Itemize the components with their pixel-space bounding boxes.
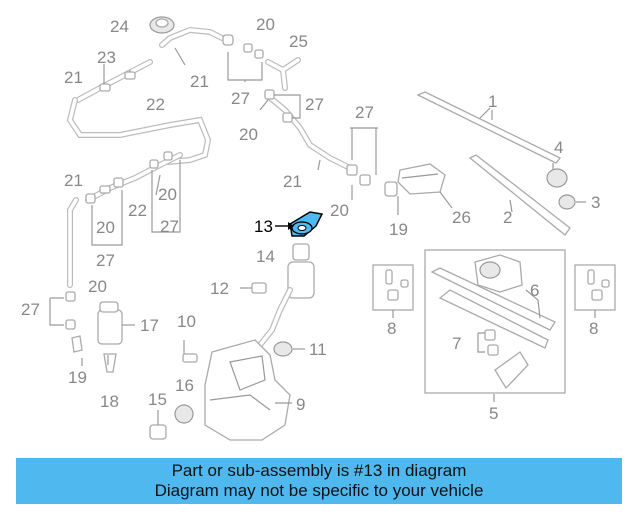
- callout-21-top: 21: [190, 72, 209, 91]
- callout-7: 7: [452, 334, 461, 353]
- callout-12: 12: [210, 279, 229, 298]
- callout-27-left-a: 27: [160, 217, 179, 236]
- fittings-left: [85, 151, 183, 246]
- part-13-cap: [289, 211, 324, 237]
- callout-21-topleft: 21: [64, 68, 83, 87]
- callout-16: 16: [175, 376, 194, 395]
- callout-8-right: 8: [589, 319, 598, 338]
- part-20-clips-top: [222, 34, 264, 82]
- callout-25: 25: [289, 32, 308, 51]
- callout-27-top: 27: [231, 89, 250, 108]
- part-8-box-left: [372, 264, 414, 311]
- callout-13-arrowhead: [288, 222, 294, 230]
- callout-13: 13: [254, 217, 273, 236]
- info-banner: Part or sub-assembly is #13 in diagram D…: [16, 458, 622, 504]
- connectors-22-23: [99, 64, 136, 92]
- callout-21-mid: 21: [283, 172, 302, 191]
- callout-27-right: 27: [355, 103, 374, 122]
- part-18-seal: [103, 353, 117, 373]
- part-26-nozzle: [397, 163, 453, 209]
- part-10-bolt: [182, 340, 198, 363]
- callout-27-mid: 27: [305, 95, 324, 114]
- part-15-sensor: [149, 410, 167, 440]
- callout-8-left: 8: [387, 319, 396, 338]
- callout-1: 1: [488, 92, 497, 111]
- hose-vertical-left: [67, 197, 79, 288]
- callout-6: 6: [530, 281, 539, 300]
- callout-11: 11: [309, 340, 327, 359]
- callout-26: 26: [452, 208, 471, 227]
- hose-top: [75, 26, 225, 103]
- part-19-grommet-middle: [384, 181, 398, 197]
- bracket-27-left: [49, 291, 76, 330]
- callout-20-center: 20: [330, 201, 349, 220]
- callout-22-left: 22: [128, 201, 147, 220]
- part-11-grommet: [273, 341, 305, 357]
- hose-middle: [264, 89, 353, 171]
- callout-23: 23: [97, 48, 116, 67]
- callout-5: 5: [489, 404, 498, 423]
- part-8-box-right: [574, 264, 616, 311]
- part-1-wiper-blade: [416, 91, 562, 164]
- part-25-y-connector: [265, 57, 301, 91]
- bracket-27-middle: [346, 127, 378, 186]
- callout-24: 24: [110, 17, 129, 36]
- parts-diagram: 1 2 3 4 5 6 7 8 8 9 10 11 12 13 14 15 16…: [21, 15, 616, 441]
- callout-4: 4: [554, 138, 563, 157]
- part-9-reservoir: [204, 339, 292, 441]
- callout-3: 3: [591, 193, 600, 212]
- callout-17: 17: [140, 316, 159, 335]
- banner-line-1: Part or sub-assembly is #13 in diagram: [171, 461, 467, 480]
- callout-15: 15: [148, 390, 167, 409]
- callout-27-left-b: 27: [96, 251, 115, 270]
- callout-18: 18: [100, 392, 119, 411]
- hose-loop-left: [66, 97, 212, 165]
- callout-22-top: 22: [146, 95, 165, 114]
- callout-20-left-b: 20: [96, 218, 115, 237]
- banner-line-2: Diagram may not be specific to your vehi…: [154, 481, 484, 500]
- leader-lines: [81, 47, 596, 402]
- callout-19-middle: 19: [389, 220, 408, 239]
- part-2-wiper-arm: [468, 154, 571, 236]
- part-14-filler-neck: [257, 243, 315, 348]
- callout-20-left-c: 20: [88, 277, 107, 296]
- part-17-pump: [97, 301, 135, 345]
- part-12-bolt: [240, 282, 267, 294]
- callout-27-left-c: 27: [21, 300, 40, 319]
- callout-21-left: 21: [64, 171, 83, 190]
- callout-20-left-a: 20: [158, 185, 177, 204]
- callout-10: 10: [177, 312, 196, 331]
- callout-14: 14: [256, 247, 275, 266]
- callout-20-mid: 20: [239, 125, 258, 144]
- part-5-linkage-box: [424, 249, 566, 394]
- part-19-grommet-left: [71, 335, 83, 353]
- callout-20-top: 20: [256, 15, 275, 34]
- callout-2: 2: [503, 208, 512, 227]
- part-3-nut: [558, 194, 586, 210]
- part-24-grommet: [149, 16, 175, 34]
- part-4-cap: [546, 168, 568, 188]
- callout-19-left: 19: [68, 368, 87, 387]
- part-16-grommet: [174, 404, 194, 424]
- callout-9: 9: [296, 395, 305, 414]
